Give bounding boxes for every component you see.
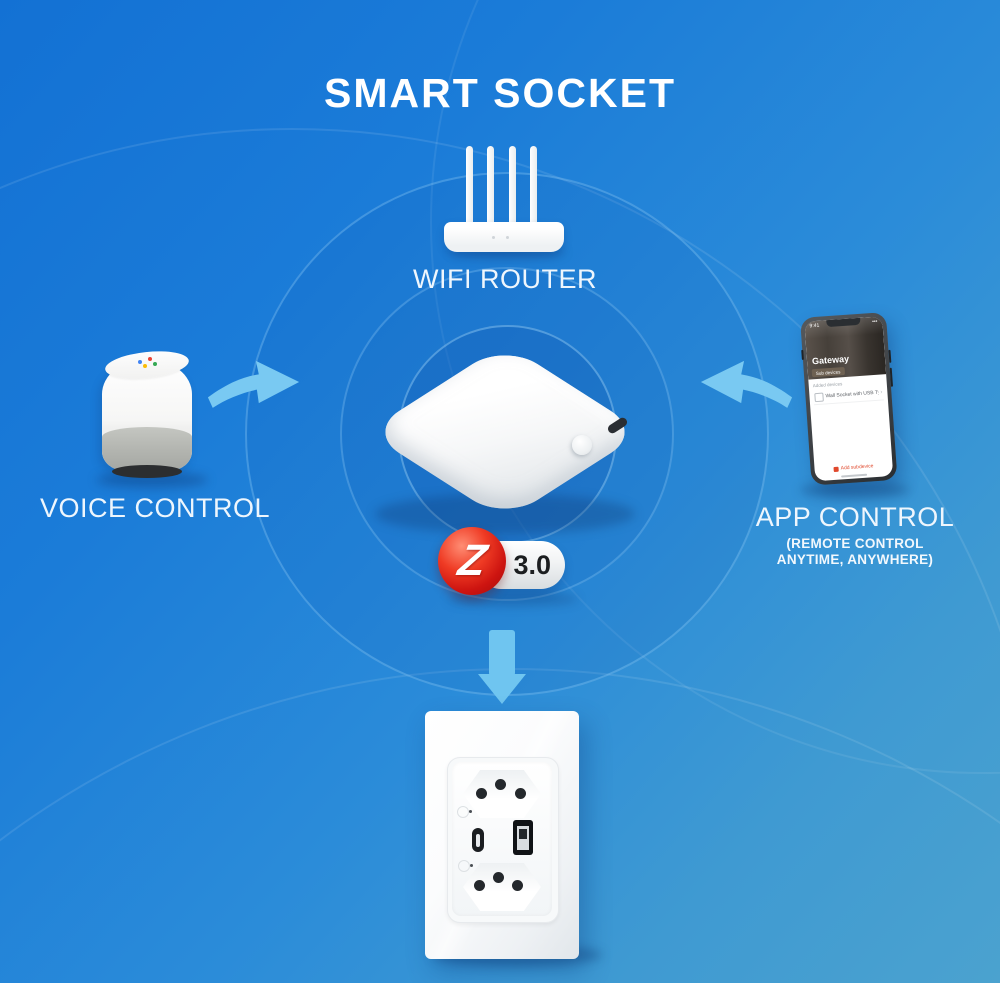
socket-indicator-ring	[458, 860, 470, 872]
page-title: SMART SOCKET	[324, 70, 676, 116]
socket-indicator-dot	[470, 864, 473, 867]
router-led	[492, 236, 495, 239]
zigbee-gateway-device	[363, 342, 647, 522]
usb-c-slot	[476, 833, 480, 847]
add-subdevice-label: Add subdevice	[840, 463, 874, 472]
device-list-area: Added devices Wall Socket with USB Type-…	[808, 374, 893, 481]
usb-c-port	[472, 828, 484, 852]
zigbee-shadow	[448, 592, 578, 606]
outlet-pin-hole	[495, 779, 506, 790]
speaker-base	[112, 465, 182, 478]
phone-status-icons: •••	[871, 318, 878, 325]
app-control-subtitle: (REMOTE CONTROL ANYTIME, ANYWHERE)	[740, 536, 970, 568]
router-antenna-icon	[487, 146, 494, 226]
zigbee-z-letter: Z	[454, 536, 490, 585]
phone-side-button	[887, 349, 891, 363]
outlet-pin-hole	[474, 880, 485, 891]
gateway-body	[366, 343, 644, 521]
router-antenna-icon	[466, 146, 473, 226]
add-subdevice-button: Add subdevice	[814, 462, 892, 473]
speaker-led-red	[148, 357, 152, 361]
add-icon	[833, 466, 839, 472]
chevron-right-icon: ›	[880, 389, 883, 396]
zigbee-logo-icon: Z	[438, 527, 506, 595]
phone-shadow	[800, 482, 910, 498]
socket-indicator-dot	[469, 810, 472, 813]
gateway-button	[572, 435, 592, 455]
app-subtitle-line1: (REMOTE CONTROL	[786, 536, 924, 551]
smart-speaker-icon	[102, 347, 192, 484]
phone-time: 9:41	[809, 322, 820, 330]
down-arrow-head	[478, 674, 526, 704]
app-control-label: APP CONTROL	[755, 502, 955, 532]
socket-indicator-ring	[457, 806, 469, 818]
left-curved-arrow-icon	[207, 360, 300, 408]
speaker-led-blue	[138, 360, 142, 364]
down-arrow-icon	[489, 630, 515, 676]
socket-device-icon	[814, 392, 824, 402]
router-antenna-icon	[509, 146, 516, 226]
usb-a-inner	[517, 825, 529, 850]
wifi-router-icon	[444, 222, 564, 252]
phone-home-indicator	[841, 473, 868, 478]
device-list-item: Wall Socket with USB Type-C ›	[813, 385, 884, 406]
app-subtitle-line2: ANYTIME, ANYWHERE)	[776, 552, 934, 568]
speaker-led-green	[153, 362, 157, 366]
outlet-pin-hole	[515, 788, 526, 799]
usb-a-port	[513, 820, 533, 855]
smartphone-icon: 9:41 ••• Gateway Sub devices Added devic…	[800, 312, 898, 486]
wifi-router-label: WIFI ROUTER	[413, 264, 597, 294]
zigbee-version: 3.0	[513, 549, 551, 580]
router-antenna-icon	[530, 146, 537, 226]
outlet-pin-hole	[476, 788, 487, 799]
outlet-pin-hole	[493, 872, 504, 883]
voice-control-label: VOICE CONTROL	[39, 493, 271, 523]
phone-screen: 9:41 ••• Gateway Sub devices Added devic…	[804, 316, 894, 482]
router-led	[506, 236, 509, 239]
usb-a-tongue	[519, 828, 527, 839]
outlet-pin-hole	[512, 880, 523, 891]
speaker-fabric	[102, 427, 192, 471]
right-curved-arrow-icon	[700, 360, 793, 408]
speaker-led-yellow	[143, 364, 147, 368]
phone-screen-title: Gateway	[811, 353, 850, 367]
sub-devices-button: Sub devices	[811, 367, 845, 378]
device-name: Wall Socket with USB Type-C	[825, 389, 879, 400]
